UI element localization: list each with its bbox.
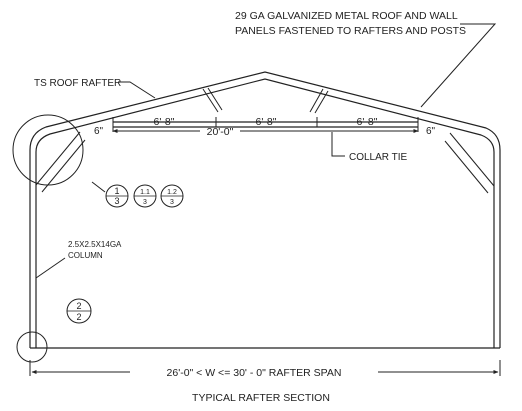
- roof-rafter-label: TS ROOF RAFTER: [34, 78, 121, 89]
- section-title: TYPICAL RAFTER SECTION: [192, 392, 330, 404]
- frame-outline: [29, 71, 501, 348]
- section-callout-2[interactable]: 2 2: [66, 298, 92, 324]
- detail-callout-1-1-top: 1.1: [140, 189, 150, 196]
- collar-tie-label: COLLAR TIE: [349, 152, 407, 163]
- left-offset-dimension: 6": [94, 126, 104, 137]
- span-dimension-line: [29, 360, 501, 376]
- detail-callout-1[interactable]: 1 3: [105, 184, 129, 208]
- detail-callout-1-2-top: 1.2: [167, 189, 177, 196]
- section-callout-bottom: 2: [76, 312, 81, 322]
- detail-callout-1-top: 1: [114, 186, 119, 196]
- overall-tie-dimension: 20'-0": [207, 126, 234, 138]
- detail-callout-1-1-bottom: 3: [143, 199, 147, 206]
- detail-callout-1-1[interactable]: 1.1 3: [133, 184, 157, 208]
- struts: [202, 87, 329, 114]
- knee-braces: [35, 131, 495, 194]
- segment-1-dimension: 6'-8": [154, 116, 175, 128]
- roof-panels-note-line1: 29 GA GALVANIZED METAL ROOF AND WALL: [235, 10, 458, 22]
- detail-circle-base: [16, 331, 48, 363]
- detail-callout-1-bottom: 3: [114, 196, 119, 206]
- span-dimension: 26'-0" < W <= 30' - 0" RAFTER SPAN: [167, 367, 342, 379]
- detail-circle-eave: [12, 114, 84, 186]
- detail-callout-1-2-bottom: 3: [170, 199, 174, 206]
- segment-2-dimension: 6'-8": [256, 116, 277, 128]
- column-label-line2: COLUMN: [68, 251, 103, 260]
- section-callout-top: 2: [76, 301, 81, 311]
- segment-3-dimension: 6'-8": [357, 116, 378, 128]
- leader-lines: [35, 23, 497, 279]
- detail-callout-1-2[interactable]: 1.2 3: [160, 184, 184, 208]
- column-label-line1: 2.5X2.5X14GA: [68, 240, 122, 249]
- roof-panels-note-line2: PANELS FASTENED TO RAFTERS AND POSTS: [235, 25, 466, 37]
- right-offset-dimension: 6": [426, 126, 436, 137]
